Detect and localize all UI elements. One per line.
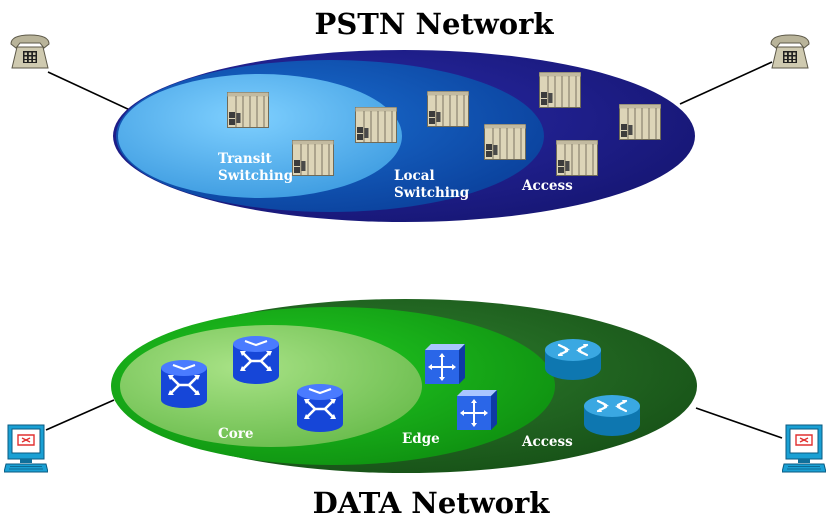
pstn-left-link — [47, 71, 131, 111]
data-core-label: Core — [218, 426, 253, 442]
data-left-link — [45, 399, 115, 431]
pstn-title: PSTN Network — [315, 7, 555, 41]
workstation-icon — [4, 424, 48, 473]
pstn-local-label-line2: Switching — [394, 185, 470, 201]
data-access-label: Access — [521, 434, 573, 450]
data-core-zone — [120, 325, 422, 447]
telephone-switch-icon — [227, 92, 269, 128]
data-edge-label: Edge — [402, 431, 440, 447]
atm-switch-icon — [295, 383, 345, 433]
telephone-switch-icon — [427, 91, 469, 127]
layer3-switch-icon — [457, 390, 497, 430]
telephone-switch-icon — [539, 72, 581, 108]
pstn-local-label: Local Switching — [394, 168, 470, 201]
telephone-switch-icon — [619, 104, 661, 140]
telephone-switch-icon — [355, 107, 397, 143]
pstn-access-label: Access — [521, 178, 573, 194]
telephone-switch-icon — [292, 140, 334, 176]
data-right-link — [695, 407, 783, 439]
pstn-transit-label-line1: Transit — [218, 151, 272, 167]
data-network: Core Edge Access DATA Network — [4, 299, 826, 520]
router-icon — [544, 338, 602, 382]
telephone-switch-icon — [484, 124, 526, 160]
pstn-local-label-line1: Local — [394, 168, 435, 184]
atm-switch-icon — [231, 335, 281, 385]
layer3-switch-icon — [425, 344, 465, 384]
atm-switch-icon — [159, 359, 209, 409]
workstation-icon — [782, 424, 826, 473]
telephone-icon — [10, 34, 50, 69]
data-title: DATA Network — [313, 486, 551, 520]
pstn-transit-label-line2: Switching — [218, 168, 294, 184]
pstn-network: PSTN Network Transit Switching Local Swi… — [10, 7, 810, 222]
telephone-icon — [770, 34, 810, 69]
router-icon — [583, 394, 641, 438]
pstn-right-link — [679, 61, 773, 105]
pstn-transit-label: Transit Switching — [218, 151, 294, 184]
telephone-switch-icon — [556, 140, 598, 176]
